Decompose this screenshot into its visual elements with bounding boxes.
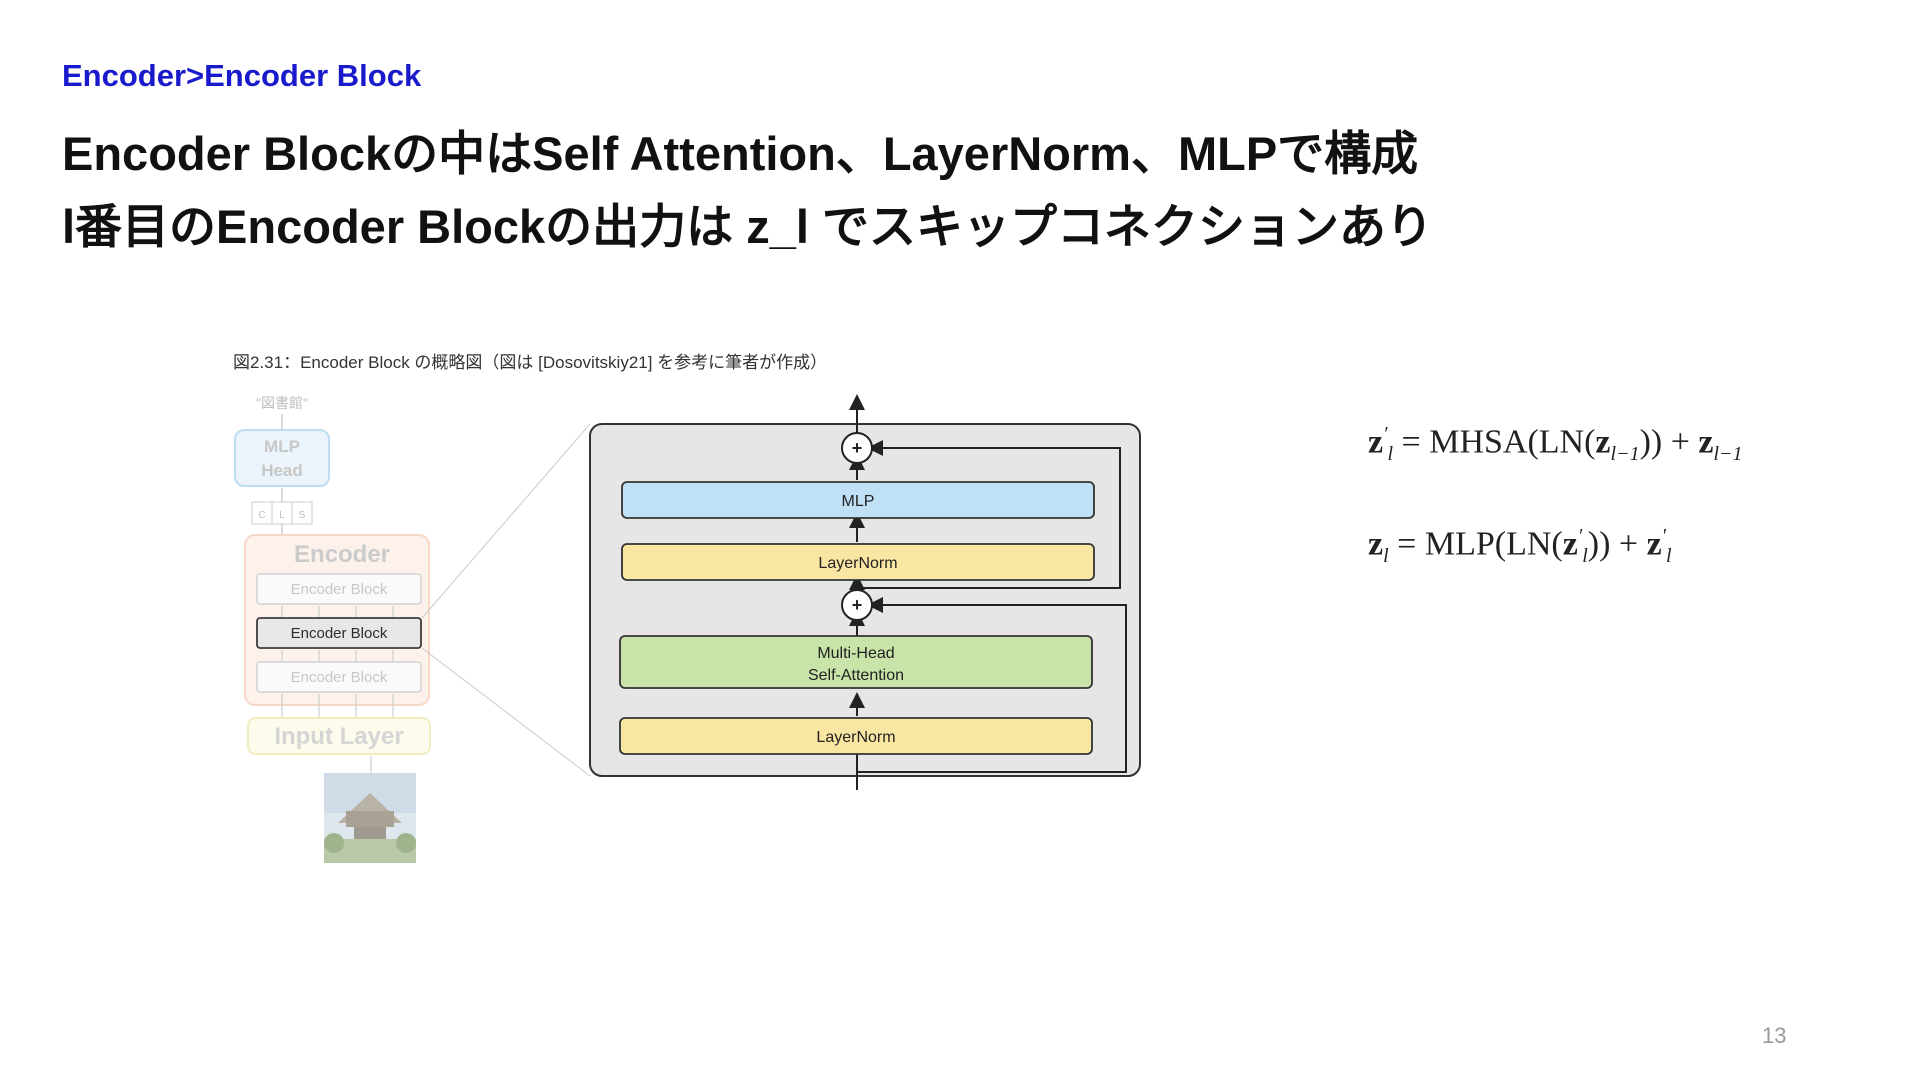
encoder-block-diagram: "図書館" MLP Head C L S Encoder Encoder Blo… [234,394,1141,790]
mlp-head-label-2: Head [261,461,303,480]
eq2-rhs-text-1: = MLP(LN( [1388,525,1563,563]
equation-1: z′l = MHSA(LN(zl−1)) + zl−1 [1368,423,1743,466]
eq1-lhs-sub: l [1387,443,1394,466]
mhsa-label-1: Multi-Head [817,645,894,662]
overview-panel: "図書館" MLP Head C L S Encoder Encoder Blo… [234,395,591,777]
residual-add-bottom-symbol: + [852,595,863,615]
eq1-lhs-prime: ′ [1383,423,1388,445]
residual-add-top-symbol: + [852,438,863,458]
slide-title-line-2: l番目のEncoder Blockの出力は z_l でスキップコネクションあり [62,200,1433,253]
encoder-block-label-top: Encoder Block [291,581,388,598]
residual-add-top-icon [841,432,873,464]
encoder-block-label-mid: Encoder Block [291,625,388,642]
mlp-head-box [234,429,330,487]
eq1-lhs: z [1368,423,1384,461]
encoder-block-label-bottom: Encoder Block [291,669,388,686]
mlp-box [621,481,1095,519]
mlp-head-label-1: MLP [264,437,300,456]
eq2-rhs-sub: l [1582,545,1588,568]
eq1-rhs-var: z [1595,423,1611,461]
eq2-rhs-text-2: )) + [1587,525,1647,563]
mlp-label: MLP [842,493,875,510]
eq1-rhs-text-2: )) + [1639,423,1699,461]
encoder-block-detail: + + MLP LayerNorm Multi-Head Self-Attent… [589,394,1141,790]
equation-2: zl = MLP(LN(z′l)) + z′l [1368,525,1672,568]
layernorm-top-box [621,543,1095,581]
eq2-rhs-sub-2: l [1666,545,1672,568]
encoder-block-faded-top [256,573,422,605]
eq2-rhs-prime: ′ [1577,525,1583,547]
cls-token-c: C [258,510,265,521]
eq2-rhs-prime-2: ′ [1661,525,1667,547]
eq2-lhs: z [1368,525,1384,563]
input-image-thumbnail [324,773,416,863]
mhsa-box [619,635,1093,689]
cls-token-s: S [299,510,306,521]
mhsa-label-2: Self-Attention [808,667,904,684]
encoder-stack-title: Encoder [294,541,390,568]
eq1-rhs-text-1: = MHSA(LN( [1393,423,1596,461]
layernorm-bottom-label: LayerNorm [816,729,895,746]
layernorm-top-label: LayerNorm [818,555,897,572]
eq2-lhs-sub: l [1383,545,1389,568]
eq2-rhs-var: z [1562,525,1578,563]
cls-token-row: C L S [251,501,313,525]
eq1-rhs-sub-2: l−1 [1713,443,1743,466]
page-number: 13 [1762,1023,1787,1048]
output-label: "図書館" [256,395,308,411]
eq2-rhs-var-2: z [1646,525,1662,563]
encoder-block-faded-bottom [256,661,422,693]
input-layer-label: Input Layer [274,723,403,750]
input-layer-box [247,717,431,755]
breadcrumb: Encoder>Encoder Block [62,58,422,93]
figure-caption: 図2.31：Encoder Block の概略図（図は [Dosovitskiy… [233,353,828,372]
cls-token-l: L [279,510,285,521]
encoder-block-highlighted [256,617,422,649]
layernorm-bottom-box [619,717,1093,755]
slide-title-line-1: Encoder Blockの中はSelf Attention、LayerNorm… [62,127,1419,180]
eq1-rhs-sub: l−1 [1610,443,1640,466]
residual-add-bottom-icon [841,589,873,621]
eq1-rhs-var-2: z [1698,423,1714,461]
